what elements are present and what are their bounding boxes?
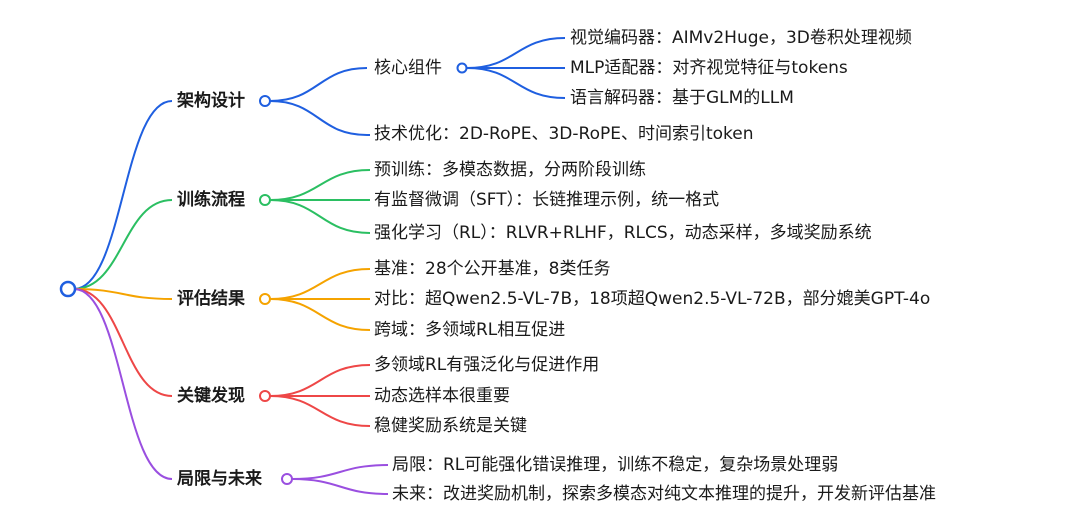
leaf-comparison: 对比：超Qwen2.5-VL-7B，18项超Qwen2.5-VL-72B，部分媲… — [374, 289, 931, 309]
connector-eval-leaf — [269, 298, 371, 331]
connector-findings-leaf — [269, 364, 371, 397]
branch-node-dot[interactable] — [259, 194, 271, 206]
leaf-language-decoder: 语言解码器：基于GLM的LLM — [570, 88, 794, 108]
leaf-benchmarks: 基准：28个公开基准，8类任务 — [374, 259, 611, 279]
leaf-future: 未来：改进奖励机制，探索多模态对纯文本推理的提升，开发新评估基准 — [392, 484, 936, 504]
leaf-sft: 有监督微调（SFT）：长链推理示例，统一格式 — [374, 190, 720, 210]
root-connector — [73, 288, 173, 480]
root-connector — [73, 199, 173, 290]
connector-training-leaf — [269, 169, 371, 201]
leaf-generalization: 多领域RL有强泛化与促进作用 — [374, 355, 600, 375]
root-connector — [73, 288, 173, 300]
connector-core-leaf — [466, 37, 566, 69]
leaf-visual-encoder: 视觉编码器：AIMv2Huge，3D卷积处理视频 — [570, 28, 912, 48]
branch-label-key-findings[interactable]: 关键发现 — [177, 386, 245, 406]
root-node[interactable] — [59, 280, 77, 298]
root-connector — [73, 288, 173, 397]
leaf-tech-optimization: 技术优化：2D-RoPE、3D-RoPE、时间索引token — [374, 124, 754, 144]
branch-label-limits-future[interactable]: 局限与未来 — [177, 469, 262, 489]
leaf-reward-system: 稳健奖励系统是关键 — [374, 416, 527, 436]
core-components-node-dot[interactable] — [456, 62, 468, 74]
branch-node-dot[interactable] — [259, 95, 271, 107]
connector-eval-leaf — [269, 268, 371, 300]
branch-label-architecture[interactable]: 架构设计 — [177, 91, 245, 111]
branch-label-evaluation[interactable]: 评估结果 — [177, 289, 245, 309]
connector-training-leaf — [269, 199, 371, 234]
root-connector — [73, 100, 173, 290]
leaf-limitations: 局限：RL可能强化错误推理，训练不稳定，复杂场景处理弱 — [392, 455, 839, 475]
branch-label-training[interactable]: 训练流程 — [177, 190, 245, 210]
leaf-dynamic-sampling: 动态选样本很重要 — [374, 386, 510, 406]
branch-node-dot[interactable] — [259, 293, 271, 305]
leaf-pretraining: 预训练：多模态数据，分两阶段训练 — [374, 160, 646, 180]
branch-node-dot[interactable] — [281, 473, 293, 485]
connector-core-components — [269, 67, 368, 102]
connector-tech-optimization — [269, 100, 368, 136]
connector-core-leaf — [466, 67, 566, 99]
connector-findings-leaf — [269, 395, 371, 427]
node-core-components[interactable]: 核心组件 — [374, 58, 442, 78]
leaf-cross-domain: 跨域：多领域RL相互促进 — [374, 320, 566, 340]
branch-node-dot[interactable] — [259, 390, 271, 402]
leaf-rl: 强化学习（RL）：RLVR+RLHF，RLCS，动态采样，多域奖励系统 — [374, 223, 872, 243]
connector-future-leaf — [291, 478, 389, 495]
leaf-mlp-adapter: MLP适配器：对齐视觉特征与tokens — [570, 58, 848, 78]
connector-future-leaf — [291, 464, 389, 480]
